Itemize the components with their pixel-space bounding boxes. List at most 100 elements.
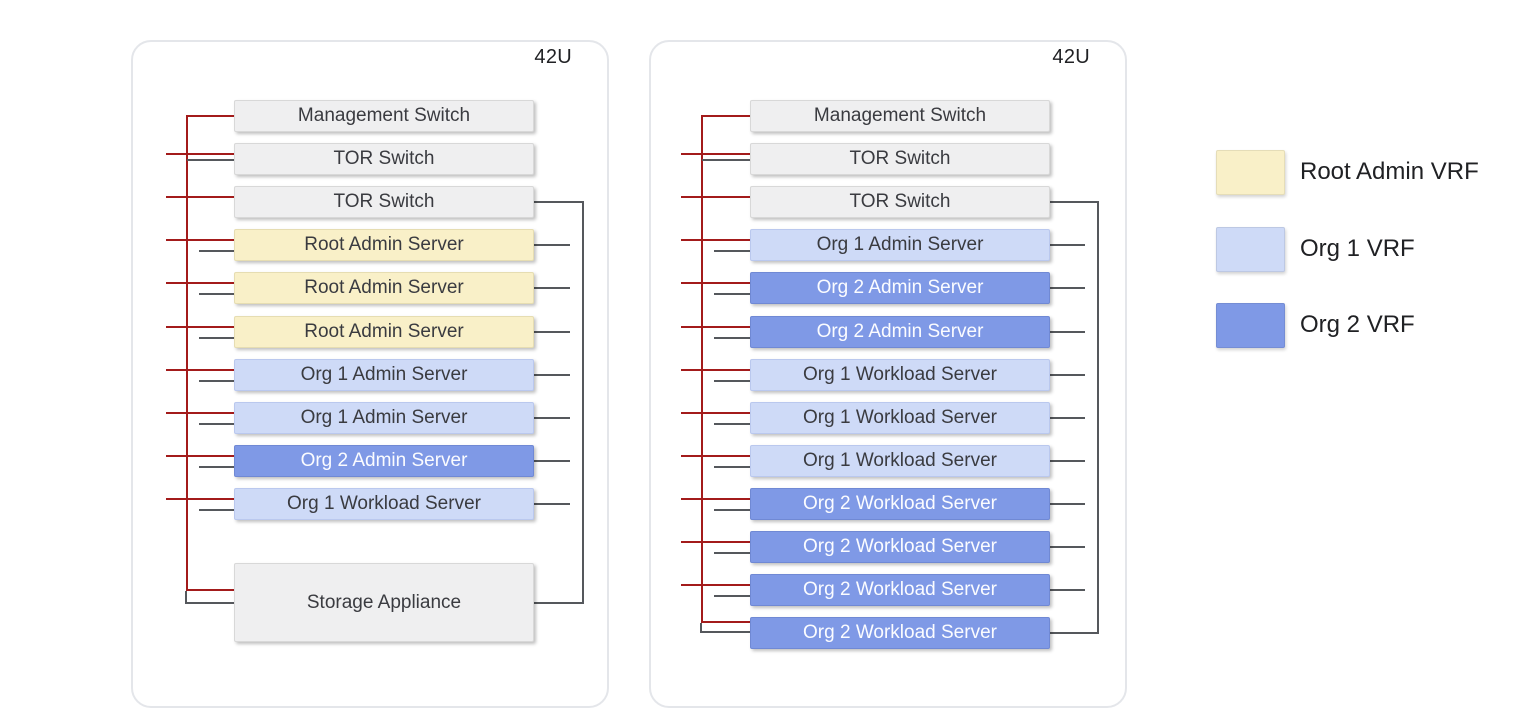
data-network-line: [199, 509, 234, 511]
rack-unit: TOR Switch: [750, 186, 1050, 218]
legend-label: Org 2 VRF: [1300, 310, 1415, 338]
mgmt-network-trunk-line: [186, 115, 188, 591]
mgmt-network-branch-line: [681, 239, 750, 241]
mgmt-network-branch-line: [702, 115, 750, 117]
data-network-line: [1050, 460, 1085, 462]
data-network-line: [1050, 374, 1085, 376]
mgmt-network-branch-line: [166, 196, 234, 198]
data-network-line: [714, 380, 750, 382]
rack-unit: Org 1 Workload Server: [234, 488, 534, 520]
rack-unit: TOR Switch: [750, 143, 1050, 175]
mgmt-network-branch-line: [166, 239, 234, 241]
rack-unit: Root Admin Server: [234, 229, 534, 261]
data-network-line: [1050, 244, 1085, 246]
rack-unit: Root Admin Server: [234, 316, 534, 348]
data-network-trunk-line: [582, 201, 584, 604]
mgmt-network-branch-line: [681, 196, 750, 198]
rack-unit: Org 1 Workload Server: [750, 402, 1050, 434]
mgmt-network-branch-line: [681, 412, 750, 414]
data-network-line: [1050, 503, 1085, 505]
mgmt-network-branch-line: [702, 621, 750, 623]
data-network-line: [1050, 201, 1098, 203]
mgmt-network-branch-line: [166, 282, 234, 284]
data-network-line: [199, 466, 234, 468]
data-network-line: [700, 631, 750, 633]
data-network-line: [1050, 417, 1085, 419]
data-network-line: [199, 250, 234, 252]
rack-unit: TOR Switch: [234, 186, 534, 218]
data-network-line: [1050, 546, 1085, 548]
mgmt-network-branch-line: [681, 369, 750, 371]
data-network-line: [199, 337, 234, 339]
data-network-line: [534, 331, 570, 333]
mgmt-network-branch-line: [681, 498, 750, 500]
legend-swatch-org1-vrf: [1216, 227, 1285, 272]
data-network-line: [1050, 632, 1098, 634]
mgmt-network-branch-line: [166, 455, 234, 457]
rack-2-capacity-label: 42U: [1052, 46, 1090, 68]
mgmt-network-branch-line: [681, 584, 750, 586]
data-network-line: [1050, 287, 1085, 289]
rack-unit: Org 1 Workload Server: [750, 445, 1050, 477]
mgmt-network-branch-line: [681, 541, 750, 543]
mgmt-network-branch-line: [166, 326, 234, 328]
mgmt-network-branch-line: [166, 153, 234, 155]
rack-unit: Management Switch: [234, 100, 534, 132]
data-network-line: [534, 374, 570, 376]
data-network-line: [187, 159, 234, 161]
data-network-line: [700, 623, 702, 633]
data-network-line: [714, 595, 750, 597]
data-network-line: [714, 509, 750, 511]
data-network-line: [1050, 589, 1085, 591]
data-network-line: [185, 602, 234, 604]
rack-unit: Org 2 Admin Server: [234, 445, 534, 477]
rack-unit: Org 2 Workload Server: [750, 574, 1050, 606]
rack-unit: Org 1 Workload Server: [750, 359, 1050, 391]
data-network-line: [714, 337, 750, 339]
rack-unit: Org 1 Admin Server: [234, 402, 534, 434]
rack-unit: TOR Switch: [234, 143, 534, 175]
mgmt-network-branch-line: [166, 369, 234, 371]
data-network-line: [199, 423, 234, 425]
data-network-line: [1050, 331, 1085, 333]
data-network-line: [714, 250, 750, 252]
rack-unit: Org 2 Admin Server: [750, 316, 1050, 348]
rack-unit: Management Switch: [750, 100, 1050, 132]
data-network-line: [185, 591, 187, 604]
data-network-line: [714, 423, 750, 425]
rack-unit: Org 1 Admin Server: [750, 229, 1050, 261]
data-network-line: [534, 417, 570, 419]
data-network-line: [199, 293, 234, 295]
legend-swatch-org2-vrf: [1216, 303, 1285, 348]
mgmt-network-branch-line: [166, 412, 234, 414]
mgmt-network-branch-line: [187, 115, 234, 117]
rack-unit: Org 2 Workload Server: [750, 488, 1050, 520]
data-network-line: [714, 466, 750, 468]
rack-unit: Org 1 Admin Server: [234, 359, 534, 391]
legend-label: Root Admin VRF: [1300, 157, 1479, 185]
mgmt-network-branch-line: [681, 153, 750, 155]
rack-unit: Org 2 Admin Server: [750, 272, 1050, 304]
legend-label: Org 1 VRF: [1300, 234, 1415, 262]
mgmt-network-branch-line: [187, 589, 234, 591]
mgmt-network-branch-line: [681, 455, 750, 457]
data-network-line: [534, 503, 570, 505]
data-network-line: [534, 201, 583, 203]
data-network-line: [534, 460, 570, 462]
mgmt-network-branch-line: [681, 282, 750, 284]
data-network-line: [534, 602, 583, 604]
rack-1-capacity-label: 42U: [534, 46, 572, 68]
mgmt-network-branch-line: [166, 498, 234, 500]
data-network-line: [534, 244, 570, 246]
rack-unit: Storage Appliance: [234, 563, 534, 642]
data-network-line: [702, 159, 750, 161]
data-network-line: [714, 552, 750, 554]
legend-swatch-root-admin-vrf: [1216, 150, 1285, 195]
data-network-line: [199, 380, 234, 382]
rack-unit: Org 2 Workload Server: [750, 531, 1050, 563]
data-network-trunk-line: [1097, 201, 1099, 634]
data-network-line: [534, 287, 570, 289]
mgmt-network-branch-line: [681, 326, 750, 328]
rack-unit: Org 2 Workload Server: [750, 617, 1050, 649]
